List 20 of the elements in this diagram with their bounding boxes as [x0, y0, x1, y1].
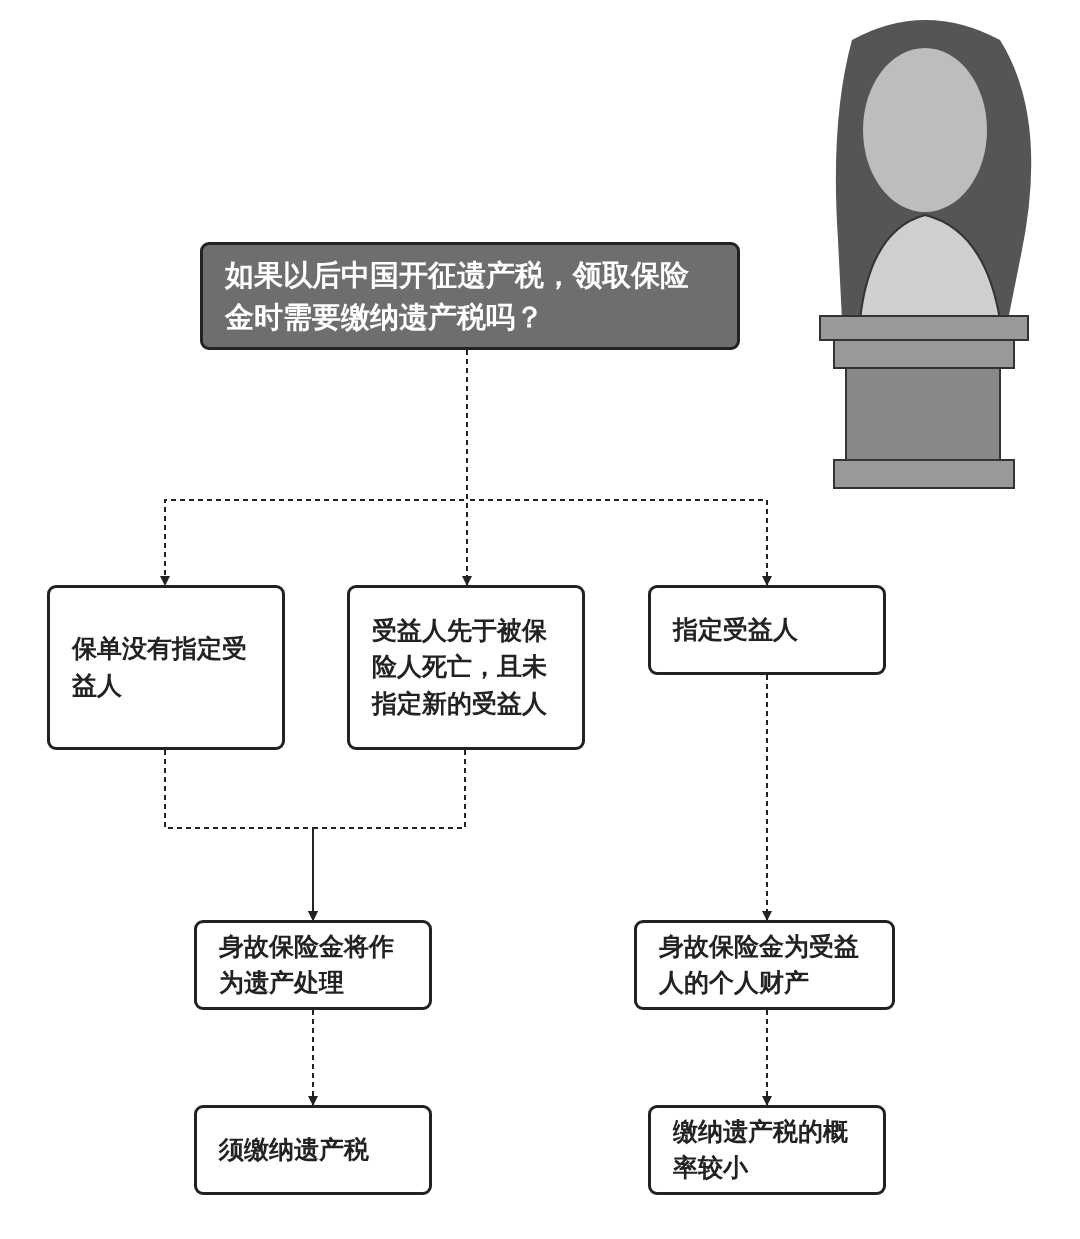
box-text: 保单没有指定受益人 [72, 633, 248, 702]
box-text: 缴纳遗产税的概率较小 [673, 1115, 849, 1184]
box-text: 指定受益人 [673, 613, 798, 646]
box-text: 受益人先于被保险人死亡，且未指定新的受益人 [372, 615, 548, 720]
process-box [634, 920, 895, 1010]
dashed-arrow [308, 1009, 318, 1106]
box-text: 身故保险金将作为遗产处理 [219, 930, 395, 999]
process-box [194, 1105, 432, 1195]
process-box [194, 920, 432, 1010]
box-text: 身故保险金为受益人的个人财产 [659, 930, 860, 999]
dashed-arrow [762, 674, 772, 921]
process-box [347, 585, 585, 750]
process-box [648, 1105, 886, 1195]
dashed-arrow [308, 749, 466, 921]
dashed-arrow [762, 1009, 772, 1106]
box-text: 须缴纳遗产税 [219, 1133, 369, 1166]
process-box [648, 585, 886, 675]
question-box [200, 242, 740, 350]
box-text: 如果以后中国开征遗产税，领取保险金时需要缴纳遗产税吗？ [225, 256, 690, 336]
process-box [47, 585, 285, 750]
